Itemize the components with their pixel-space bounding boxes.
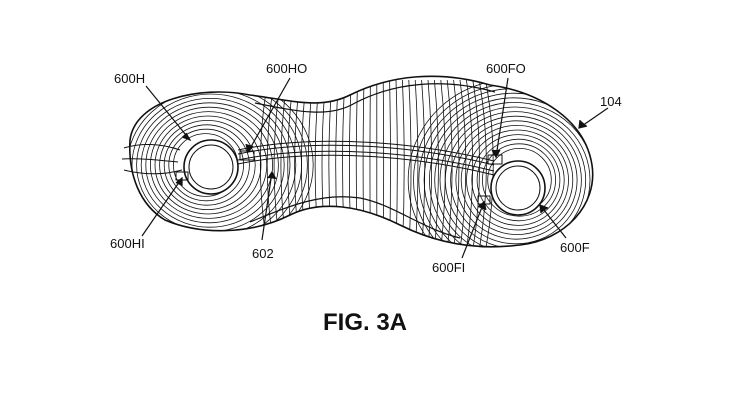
channel-line — [237, 140, 495, 162]
heel-rib-lower — [123, 169, 183, 175]
forefoot-contour-ring — [466, 129, 569, 231]
waist-hatch-line — [478, 79, 487, 247]
heel-opening-inner — [188, 144, 234, 190]
waist-hatch-line — [362, 79, 365, 247]
heel-contour-ring — [154, 115, 262, 215]
waist-hatch-line — [328, 79, 333, 247]
waist-hatch-line — [342, 79, 346, 247]
heel-contour-ring — [168, 128, 244, 202]
label-600F: 600F — [560, 240, 590, 255]
forefoot-contour-ring — [450, 115, 582, 245]
label-600HO: 600HO — [266, 61, 307, 76]
channel-line — [237, 144, 495, 166]
heel-contour-ring — [159, 120, 256, 210]
waist-hatch-line — [389, 79, 391, 247]
waist-hatch-line — [301, 79, 307, 247]
waist-hatch-line — [472, 79, 480, 247]
label-600HI: 600HI — [110, 236, 145, 251]
heel-contour-ring — [145, 106, 273, 224]
forefoot-contour-ring — [434, 102, 593, 247]
heel-rib-mid — [121, 158, 179, 163]
waist-hatch-line — [321, 79, 326, 247]
waist-hatch-line — [314, 79, 320, 247]
heel-contour-ring — [140, 102, 279, 228]
forefoot-contour-ring — [476, 138, 561, 222]
heel-rib-upper — [123, 144, 181, 151]
forefoot-opening-inner — [495, 165, 541, 211]
forefoot-contour-ring — [471, 134, 565, 226]
forefoot-contour-ring — [455, 120, 578, 240]
leader-lines — [141, 77, 609, 259]
forefoot-contour-ring — [428, 97, 593, 247]
waist-hatch-line — [434, 79, 439, 247]
channel-line — [237, 154, 495, 176]
waist-hatch-line — [335, 79, 339, 247]
center-channel-602 — [237, 140, 495, 176]
label-600H: 600H — [114, 71, 145, 86]
waist-hatch-line — [453, 79, 460, 247]
waist-hatch-line — [427, 79, 432, 247]
figure-caption: FIG. 3A — [323, 309, 407, 336]
waist-hatch-line — [421, 79, 426, 247]
waist-hatch-line — [466, 79, 474, 247]
forefoot-contour-ring — [439, 106, 591, 247]
waist-hatch-line — [402, 79, 405, 247]
waist-hatch-line — [355, 79, 358, 247]
label-602: 602 — [252, 246, 274, 261]
waist-hatch-line — [414, 79, 419, 247]
waist-hatch-line — [446, 79, 453, 247]
waist-hatch-line — [287, 79, 294, 247]
forefoot-contour-ring — [460, 125, 574, 235]
waist-hatch-line — [307, 79, 314, 247]
forefoot-contour-ring — [481, 143, 556, 217]
waist-hatch-line — [395, 79, 398, 247]
channel-line — [237, 150, 495, 172]
label-600FI: 600FI — [432, 260, 465, 275]
forefoot-contour-ring — [423, 92, 593, 247]
label-600FO: 600FO — [486, 61, 526, 76]
label-104: 104 — [600, 94, 622, 109]
port-600HO — [239, 150, 255, 161]
heel-contour-ring — [163, 124, 250, 206]
sole-lower-edge — [249, 196, 461, 239]
sole-upper-edge — [254, 83, 496, 113]
